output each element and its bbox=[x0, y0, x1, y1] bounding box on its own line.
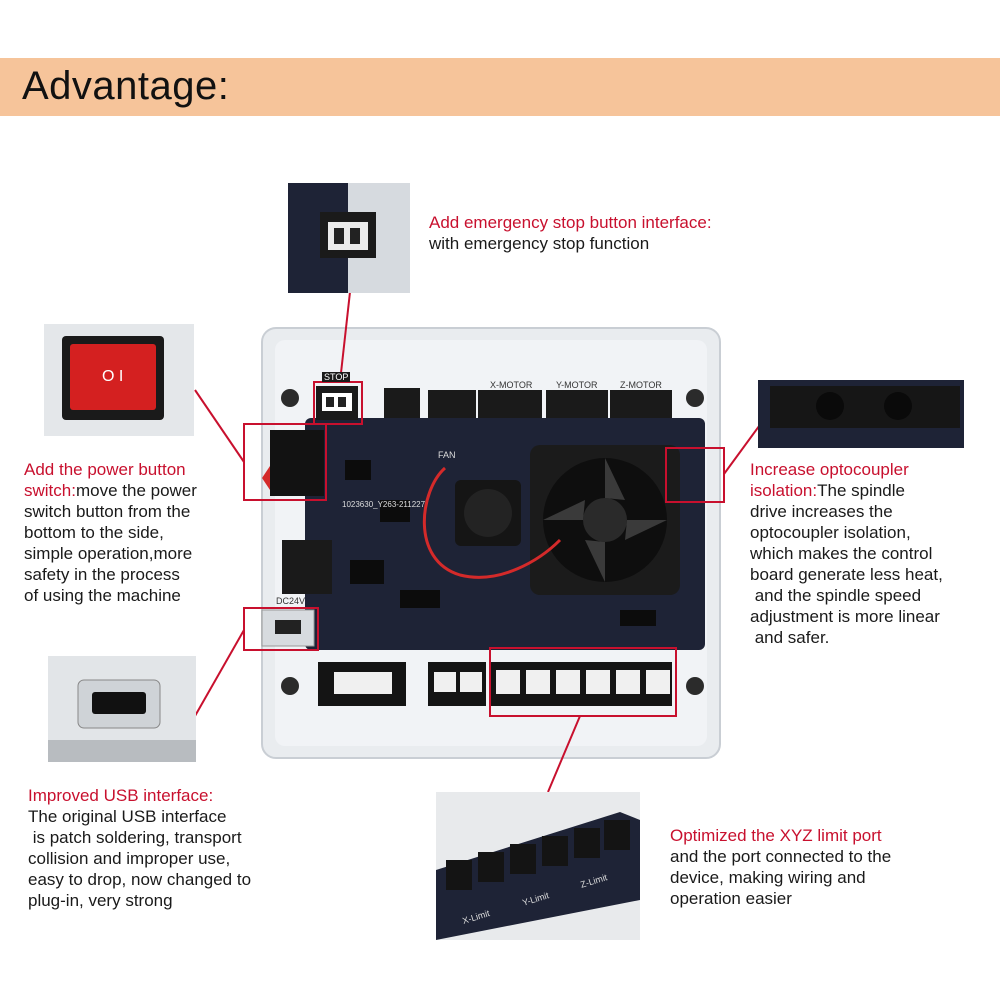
header-banner: Advantage: bbox=[0, 58, 1000, 116]
pcb-chips bbox=[345, 460, 656, 626]
opto-line-0: The spindle bbox=[817, 481, 905, 500]
power-line-5: of using the machine bbox=[24, 586, 181, 605]
estop-callout: Add emergency stop button interface: wit… bbox=[429, 212, 712, 254]
estop-line: with emergency stop function bbox=[429, 234, 650, 253]
usb-line-2: collision and improper use, bbox=[28, 849, 231, 868]
stop-label: STOP bbox=[322, 372, 351, 382]
usb-line-1: is patch soldering, transport bbox=[28, 828, 242, 847]
power-line-0: move the power bbox=[75, 481, 197, 500]
estop-title: Add emergency stop button interface: bbox=[429, 213, 712, 232]
case-screws bbox=[281, 389, 704, 695]
limit-line-1: device, making wiring and bbox=[670, 868, 866, 887]
opto-line-6: adjustment is more linear bbox=[750, 607, 940, 626]
limit-line-0: and the port connected to the bbox=[670, 847, 892, 866]
usb-line-3: easy to drop, now changed to bbox=[28, 870, 252, 889]
limit-ports-photo bbox=[436, 792, 640, 940]
optocoupler-photo bbox=[758, 380, 964, 448]
opto-callout: Increase optocoupler isolation:The spind… bbox=[750, 459, 943, 648]
power-line-2: bottom to the side, bbox=[24, 523, 164, 542]
usb-title: Improved USB interface: bbox=[28, 786, 214, 805]
usb-line-0: The original USB interface bbox=[28, 807, 227, 826]
top-connectors bbox=[316, 386, 672, 420]
cooling-fan bbox=[530, 445, 680, 595]
limit-line-2: operation easier bbox=[670, 889, 792, 908]
limit-title: Optimized the XYZ limit port bbox=[670, 826, 882, 845]
usb-line-4: plug-in, very strong bbox=[28, 891, 173, 910]
power-title: Add the power button bbox=[24, 460, 186, 479]
fan-wire bbox=[422, 466, 562, 579]
usb-photo bbox=[48, 656, 196, 762]
usb-callout: Improved USB interface: The original USB… bbox=[28, 785, 251, 911]
power-line-4: safety in the process bbox=[24, 565, 180, 584]
estop-photo bbox=[288, 183, 410, 293]
opto-line-2: optocoupler isolation, bbox=[750, 523, 911, 542]
fan-label: FAN bbox=[438, 450, 456, 460]
power-title2: switch: bbox=[24, 481, 76, 500]
serial-label: 1023630_Y263-211227 bbox=[342, 500, 426, 509]
power-line-1: switch button from the bbox=[24, 502, 191, 521]
opto-line-7: and safer. bbox=[750, 628, 830, 647]
inductor bbox=[455, 480, 521, 546]
opto-line-4: board generate less heat, bbox=[750, 565, 943, 584]
opto-title: Increase optocoupler bbox=[750, 460, 909, 479]
opto-line-5: and the spindle speed bbox=[750, 586, 922, 605]
power-callout: Add the power button switch:move the pow… bbox=[24, 459, 197, 606]
dc-jack bbox=[282, 540, 332, 594]
page-title: Advantage: bbox=[22, 64, 230, 108]
opto-line-1: drive increases the bbox=[750, 502, 893, 521]
power-switch-photo bbox=[44, 324, 194, 436]
z-motor-label: Z-MOTOR bbox=[620, 380, 662, 390]
opto-line-3: which makes the control bbox=[750, 544, 933, 563]
limit-callout: Optimized the XYZ limit port and the por… bbox=[670, 825, 891, 909]
x-motor-label: X-MOTOR bbox=[490, 380, 533, 390]
bottom-connectors bbox=[318, 662, 672, 706]
y-motor-label: Y-MOTOR bbox=[556, 380, 598, 390]
dc-label: DC24V bbox=[276, 596, 306, 606]
opto-title2: isolation: bbox=[750, 481, 818, 500]
power-switch-port bbox=[270, 430, 324, 496]
power-line-3: simple operation,more bbox=[24, 544, 193, 563]
switch-mark: O I bbox=[102, 368, 124, 385]
